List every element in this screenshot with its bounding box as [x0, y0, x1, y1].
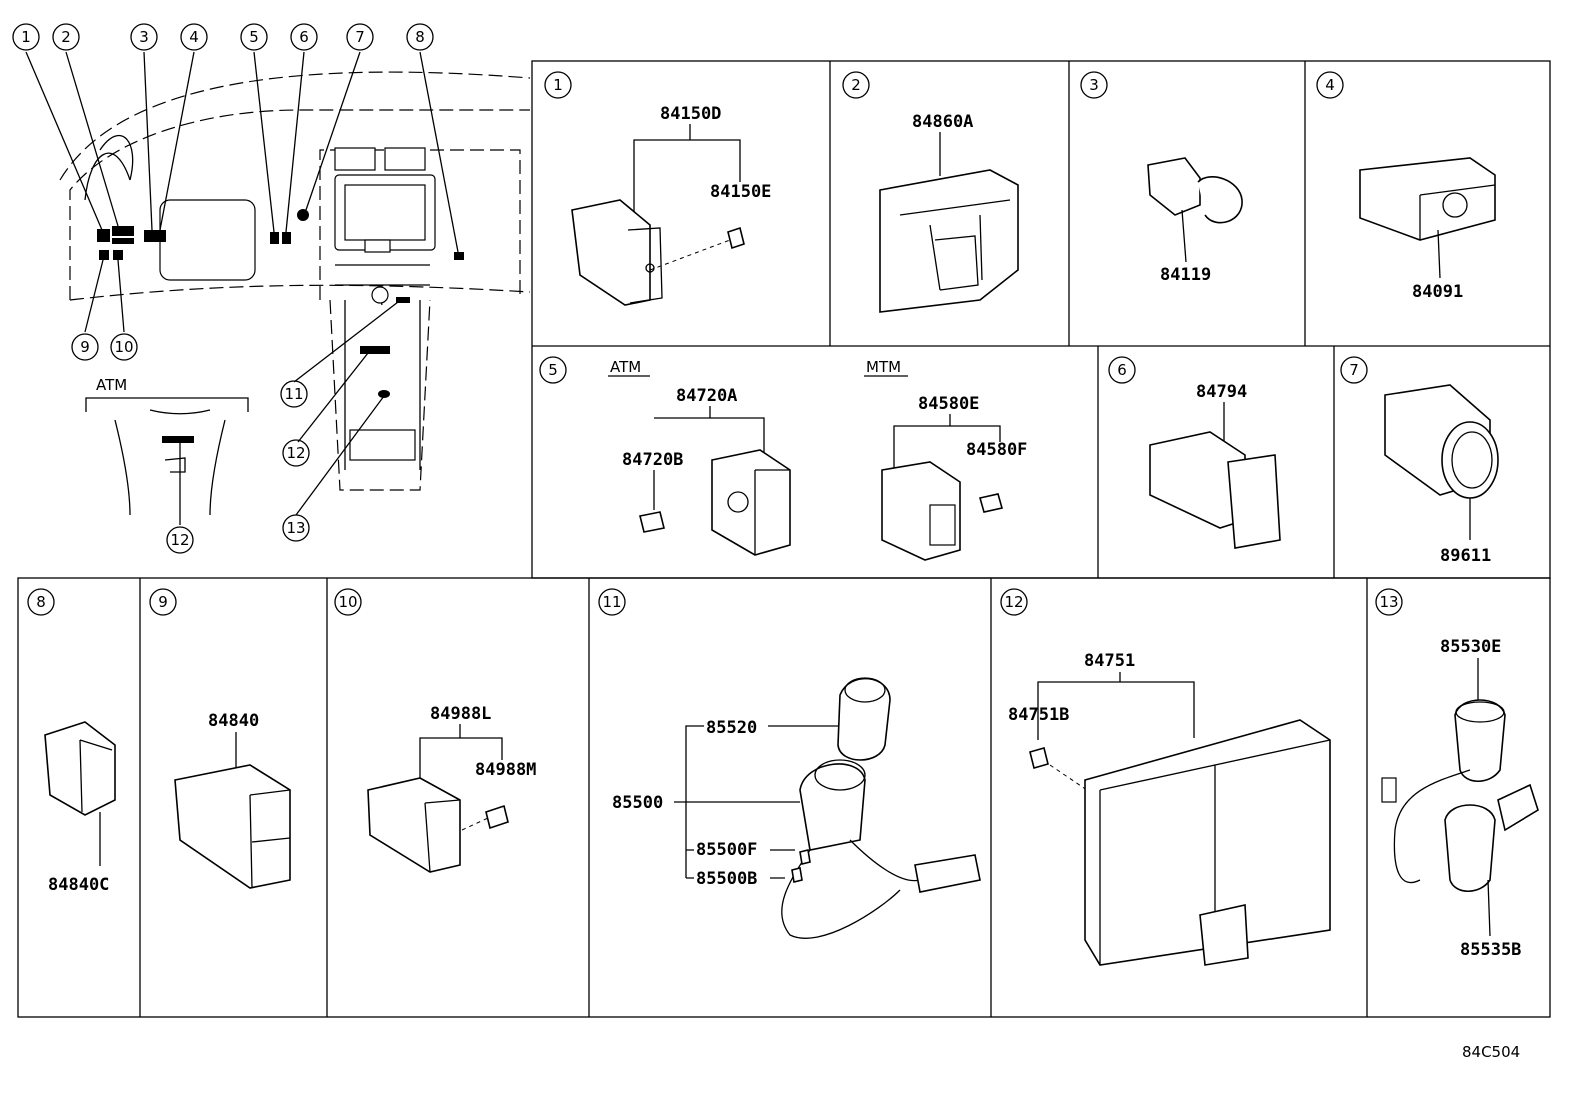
svg-text:11: 11 [602, 593, 621, 611]
svg-text:9: 9 [158, 593, 168, 611]
panel-7: 7 89611 [1340, 356, 1499, 566]
callout-6: 6 [290, 23, 318, 51]
svg-text:10: 10 [114, 338, 133, 356]
svg-text:1: 1 [553, 76, 563, 94]
part-84091: 84091 [1412, 282, 1463, 302]
panel-3: 3 84119 [1080, 71, 1243, 285]
part-84840: 84840 [208, 711, 259, 731]
diagram-reference-code: 84C504 [1462, 1043, 1520, 1061]
part-85500: 85500 [612, 793, 663, 813]
svg-text:12: 12 [170, 531, 189, 549]
part-84580F: 84580F [966, 440, 1027, 460]
panel-5: 5 ATM MTM 84720A 84720B 84580E 84580F [539, 356, 1027, 561]
panel-12: 12 84751 84751B [1000, 588, 1331, 966]
svg-text:9: 9 [80, 338, 90, 356]
part-84720B: 84720B [622, 450, 683, 470]
callout-3: 3 [130, 23, 158, 51]
svg-text:2: 2 [851, 76, 861, 94]
svg-text:12: 12 [286, 444, 305, 462]
callout-12: 12 [282, 439, 310, 467]
callout-5: 5 [240, 23, 268, 51]
part-84119: 84119 [1160, 265, 1211, 285]
svg-text:8: 8 [415, 28, 425, 46]
part-85520: 85520 [706, 718, 757, 738]
part-84794: 84794 [1196, 382, 1247, 402]
panel-1: 1 84150D 84150E [544, 71, 771, 306]
part-84988L: 84988L [430, 704, 491, 724]
part-85535B: 85535B [1460, 940, 1521, 960]
part-89611: 89611 [1440, 546, 1491, 566]
svg-text:11: 11 [284, 385, 303, 403]
svg-text:3: 3 [139, 28, 149, 46]
dashboard-overview [25, 51, 531, 516]
svg-text:ATM: ATM [96, 376, 127, 394]
callout-8: 8 [406, 23, 434, 51]
overview-callouts: 1 2 3 4 5 6 7 8 9 10 11 12 13 [12, 23, 434, 542]
callout-7: 7 [346, 23, 374, 51]
svg-text:2: 2 [61, 28, 71, 46]
svg-text:13: 13 [286, 519, 305, 537]
panel-9: 9 84840 [149, 588, 291, 889]
svg-text:6: 6 [299, 28, 309, 46]
callout-13: 13 [282, 514, 310, 542]
callout-1: 1 [12, 23, 40, 51]
panel-11: 11 85520 85500 85500F 85500B [598, 588, 981, 939]
svg-text:4: 4 [1325, 76, 1335, 94]
svg-text:3: 3 [1089, 76, 1099, 94]
label-mtm: MTM [866, 358, 901, 376]
part-84751B: 84751B [1008, 705, 1069, 725]
panel-2: 2 84860A [842, 71, 1019, 313]
callout-2: 2 [52, 23, 80, 51]
callout-9: 9 [71, 333, 99, 361]
panel-6: 6 84794 [1108, 356, 1281, 549]
atm-inset: ATM 12 [85, 376, 249, 554]
panel-grid [17, 60, 1551, 1018]
part-84840C: 84840C [48, 875, 109, 895]
svg-text:7: 7 [1349, 361, 1359, 379]
svg-text:4: 4 [189, 28, 199, 46]
part-84720A: 84720A [676, 386, 737, 406]
part-84751: 84751 [1084, 651, 1135, 671]
svg-text:1: 1 [21, 28, 31, 46]
callout-11: 11 [280, 380, 308, 408]
svg-text:13: 13 [1379, 593, 1398, 611]
label-atm: ATM [610, 358, 641, 376]
part-85500B: 85500B [696, 869, 757, 889]
svg-text:5: 5 [548, 361, 558, 379]
svg-text:10: 10 [338, 593, 357, 611]
callout-4: 4 [180, 23, 208, 51]
svg-text:8: 8 [36, 593, 46, 611]
part-84860A: 84860A [912, 112, 973, 132]
panel-10: 10 84988L 84988M [334, 588, 536, 873]
svg-text:12: 12 [1004, 593, 1023, 611]
part-84150E: 84150E [710, 182, 771, 202]
part-84988M: 84988M [475, 760, 536, 780]
part-84580E: 84580E [918, 394, 979, 414]
svg-text:7: 7 [355, 28, 365, 46]
part-85500F: 85500F [696, 840, 757, 860]
panel-4: 4 84091 [1316, 71, 1496, 302]
part-85530E: 85530E [1440, 637, 1501, 657]
svg-text:5: 5 [249, 28, 259, 46]
svg-text:6: 6 [1117, 361, 1127, 379]
callout-10: 10 [110, 333, 138, 361]
part-84150D: 84150D [660, 104, 721, 124]
panel-13: 13 85530E 85535B [1375, 588, 1539, 960]
panel-8: 8 84840C [27, 588, 116, 895]
